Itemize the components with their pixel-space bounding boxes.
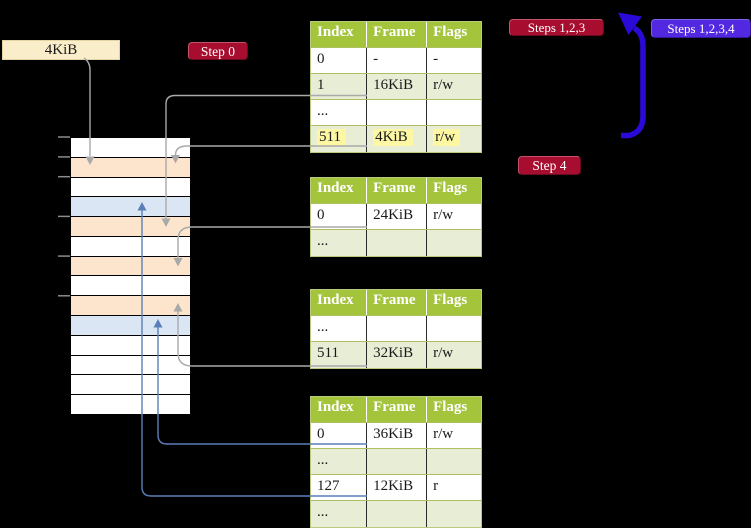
physical-memory-strip (70, 137, 191, 415)
column-header: Frame (367, 178, 428, 203)
memory-frame-row-white (71, 138, 190, 157)
memory-frame-row-peach (71, 296, 190, 316)
table-cell (427, 316, 481, 341)
memory-frame-row-white (71, 375, 190, 395)
memory-frame-row-white (71, 395, 190, 414)
table-row: ... (311, 316, 481, 342)
table-cell (367, 501, 428, 527)
step0-badge: Step 0 (188, 42, 248, 60)
memory-frame-row-white (71, 177, 190, 197)
table-cell: ... (311, 501, 368, 527)
table-cell: r/w (433, 207, 454, 223)
table-cell: 24KiB (367, 204, 428, 229)
table-cell: 32KiB (367, 342, 428, 368)
loop-arrowhead-icon (618, 12, 642, 35)
memory-frame-row-blue (71, 197, 190, 217)
memory-frame-row-white (71, 276, 190, 296)
column-header: Frame (367, 22, 428, 47)
table-cell: 0 (311, 48, 368, 73)
column-header: Index (311, 290, 368, 315)
column-header: Flags (433, 24, 468, 40)
memory-frame-row-white (71, 355, 190, 375)
column-header: Index (311, 397, 368, 422)
table-row: ... (311, 501, 481, 527)
table-row: ... (311, 230, 481, 256)
memory-frame-row-white (71, 236, 190, 256)
loop-arrow (618, 12, 646, 139)
table-cell: 12KiB (367, 475, 428, 500)
memory-frame-row-blue (71, 316, 190, 335)
table-row: ... (311, 100, 481, 126)
table-cell: 0 (311, 423, 368, 448)
table-cell: - (433, 51, 439, 67)
table-cell (427, 230, 481, 256)
table-cell: 511 (311, 126, 368, 152)
table-cell: ... (311, 100, 368, 125)
table-cell: ... (311, 230, 368, 256)
memory-frame-row-peach (71, 256, 190, 276)
steps1234-badge: Steps 1,2,3,4 (651, 19, 751, 38)
table-cell: r/w (427, 126, 481, 152)
column-header: Index (311, 178, 368, 203)
table-cell: r/w (433, 77, 454, 93)
highlighted-value: 511 (317, 129, 346, 146)
table-cell (427, 501, 481, 527)
column-header: Frame (367, 397, 428, 422)
table-cell: 1 (311, 74, 368, 99)
memory-frame-row-peach (71, 157, 190, 177)
column-header: Flags (433, 399, 468, 415)
table-row: ... (311, 449, 481, 475)
frame-size-label: 4KiB (2, 40, 120, 60)
memory-frame-row-white (71, 335, 190, 355)
column-header: Flags (433, 180, 468, 196)
table-cell (427, 449, 481, 474)
table-row: 511 4KiB r/w (311, 126, 481, 152)
column-header: Frame (367, 290, 428, 315)
loop-arrow-shaft (621, 25, 646, 139)
highlighted-value: 4KiB (373, 129, 413, 146)
table-cell: 36KiB (367, 423, 428, 448)
table-cell: r/w (433, 345, 454, 361)
table-cell: - (367, 48, 428, 73)
table-cell (367, 230, 428, 256)
table-cell: 16KiB (367, 74, 428, 99)
memory-frame-row-peach (71, 217, 190, 236)
table-cell: 511 (311, 342, 368, 368)
table-row: 0-- (311, 48, 481, 74)
step4-badge: Step 4 (518, 156, 581, 175)
column-header: Flags (433, 292, 468, 308)
highlighted-value: r/w (433, 129, 461, 146)
table-cell: ... (311, 449, 368, 474)
column-header: Index (311, 22, 368, 47)
table-cell (367, 449, 428, 474)
table-cell: 0 (311, 204, 368, 229)
table-cell (367, 316, 428, 341)
table-cell (367, 100, 428, 125)
table-cell: r (433, 478, 439, 494)
steps123-badge: Steps 1,2,3 (509, 19, 604, 36)
table-cell: 4KiB (367, 126, 428, 152)
table-cell: r/w (433, 426, 454, 442)
table-cell: 127 (311, 475, 368, 500)
address-tick-marks (58, 136, 70, 297)
table-cell (427, 100, 481, 125)
table-cell: ... (311, 316, 368, 341)
